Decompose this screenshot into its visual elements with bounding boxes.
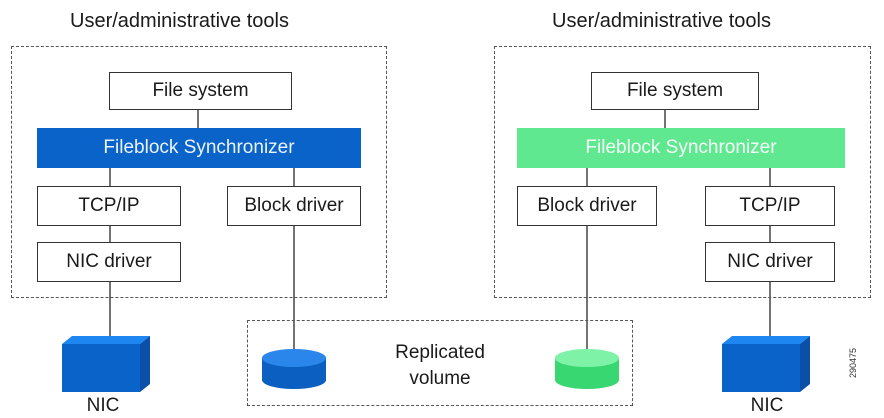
nic-right-cube-icon — [722, 336, 810, 392]
right-tcpip-box: TCP/IP — [705, 186, 835, 226]
left-nic-label: NIC — [86, 395, 120, 416]
right-file-system-box: File system — [591, 72, 759, 110]
nic-left-cube-icon — [62, 336, 150, 392]
left-tcpip-box: TCP/IP — [37, 186, 181, 226]
disk-left-icon — [262, 349, 326, 389]
right-tools-container — [494, 46, 871, 298]
left-fileblock-synchronizer: Fileblock Synchronizer — [37, 128, 361, 168]
left-tools-container — [11, 46, 387, 298]
left-nic-driver-box: NIC driver — [37, 242, 181, 282]
replicated-volume-line1: Replicated — [395, 342, 485, 363]
right-title: User/administrative tools — [552, 10, 771, 32]
replicated-volume-line2: volume — [409, 368, 471, 389]
right-nic-label: NIC — [750, 395, 784, 416]
right-fileblock-synchronizer: Fileblock Synchronizer — [517, 128, 845, 168]
figure-id: 290475 — [848, 347, 858, 378]
left-file-system-box: File system — [109, 72, 292, 110]
left-title: User/administrative tools — [70, 10, 289, 32]
right-block-driver-box: Block driver — [517, 186, 657, 226]
right-nic-driver-box: NIC driver — [705, 242, 835, 282]
disk-right-icon — [555, 349, 619, 389]
replicated-volume-container — [247, 320, 633, 406]
left-block-driver-box: Block driver — [227, 186, 361, 226]
